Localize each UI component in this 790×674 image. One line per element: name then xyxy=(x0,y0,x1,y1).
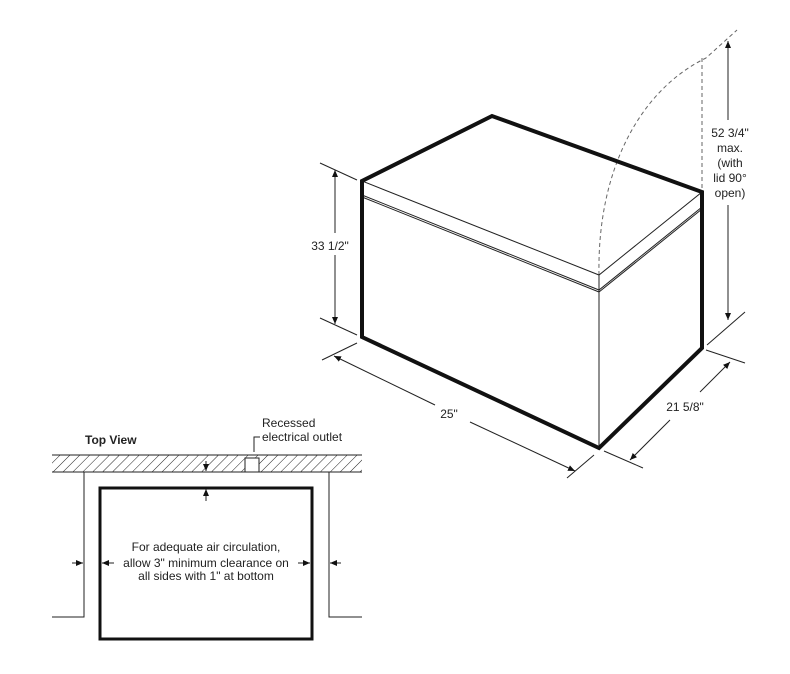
outlet-label: electrical outlet xyxy=(262,430,343,444)
side-wall-right xyxy=(328,472,362,618)
clearance-note: all sides with 1" at bottom xyxy=(138,569,274,583)
clearance-note: allow 3" minimum clearance on xyxy=(123,556,289,570)
freezer-outline xyxy=(360,113,704,451)
height-label: 33 1/2" xyxy=(311,239,349,253)
wall xyxy=(52,455,362,472)
top-view: Top View Recessed electrical outlet For … xyxy=(52,416,362,641)
lid-height-note: lid 90° xyxy=(713,171,747,185)
lid-height-note: max. xyxy=(717,141,743,155)
lid-top xyxy=(360,115,704,276)
clearance-note: For adequate air circulation, xyxy=(132,540,281,554)
height-dimension: 33 1/2" xyxy=(311,162,358,336)
depth-label: 21 5/8" xyxy=(666,400,704,414)
width-label: 25" xyxy=(440,407,458,421)
lid-height-note: (with xyxy=(717,156,742,170)
lid-open-height-dimension: 52 3/4" max. (with lid 90° open) xyxy=(706,41,749,346)
side-wall-left xyxy=(52,472,85,618)
width-dimension: 25" xyxy=(321,342,595,479)
depth-dimension: 21 5/8" xyxy=(603,349,746,469)
lid-height-label: 52 3/4" xyxy=(711,126,749,140)
electrical-outlet xyxy=(244,457,260,473)
lid-height-note: open) xyxy=(715,186,746,200)
lid-swing-arc xyxy=(598,29,738,276)
outlet-label: Recessed xyxy=(262,416,315,430)
freezer-footprint xyxy=(98,486,314,641)
freezer-isometric xyxy=(360,29,738,451)
top-view-title: Top View xyxy=(85,433,137,447)
